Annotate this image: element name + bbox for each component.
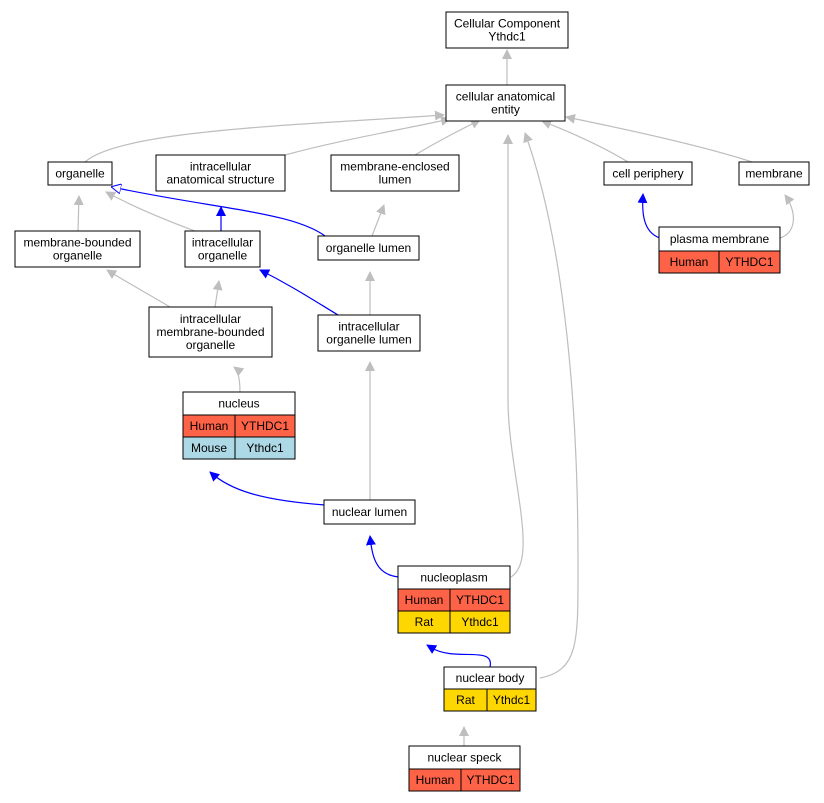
node-box xyxy=(47,161,113,186)
edge-np-to-cae xyxy=(503,134,524,578)
node-label: plasma membrane xyxy=(670,232,770,246)
node-label: membrane-bounded xyxy=(23,236,131,250)
node-box xyxy=(317,314,421,352)
node-label: organelle xyxy=(55,167,105,181)
gene-cell xyxy=(718,250,781,274)
species-label: Human xyxy=(416,773,455,787)
edge-membrane-to-cae xyxy=(565,113,753,163)
edge-nb-to-np xyxy=(426,644,491,668)
edge-organelle-to-cae xyxy=(84,110,445,163)
gene-label: YTHDC1 xyxy=(725,255,773,269)
edge-pm-to-cellper xyxy=(637,193,661,239)
node-label: organelle lumen xyxy=(326,333,411,347)
edge-ol-to-organelle xyxy=(112,187,331,241)
edge-mel-to-cae xyxy=(414,119,481,156)
node-organelle: organelle xyxy=(47,161,113,186)
species-label: Mouse xyxy=(191,441,227,455)
node-label: organelle xyxy=(53,249,103,263)
node-nl: nuclear lumen xyxy=(323,499,416,525)
edge-np-to-nl xyxy=(365,535,400,578)
node-label: Cellular Component xyxy=(454,17,561,31)
node-box xyxy=(148,306,273,358)
node-box xyxy=(184,230,261,268)
node-label: Ythdc1 xyxy=(488,30,526,44)
node-label: organelle lumen xyxy=(326,241,411,255)
species-label: Rat xyxy=(456,693,475,707)
species-label: Human xyxy=(670,255,709,269)
node-label: intracellular xyxy=(190,160,251,174)
node-membrane: membrane xyxy=(738,161,810,186)
node-label: nucleus xyxy=(218,397,259,411)
edge-nb-to-cae xyxy=(523,132,579,679)
edge-ias-to-cae xyxy=(284,116,451,156)
node-box xyxy=(330,154,460,192)
edge-nl-to-nucleus xyxy=(209,471,326,506)
gene-cell xyxy=(234,436,296,460)
node-box xyxy=(14,230,141,268)
edge-iol-to-io xyxy=(259,269,339,316)
edge-imbo-to-io xyxy=(212,280,223,308)
node-label: membrane-bounded xyxy=(156,325,264,339)
node-label: organelle xyxy=(186,338,236,352)
edge-mbo-to-organelle xyxy=(73,195,84,232)
node-box xyxy=(155,154,286,192)
node-label: cellular anatomical xyxy=(456,90,555,104)
node-cellper: cell periphery xyxy=(603,161,693,186)
node-label: nuclear lumen xyxy=(332,505,407,519)
gene-cell xyxy=(486,688,537,712)
node-label: membrane xyxy=(745,167,803,181)
edge-nucleus-to-imbo xyxy=(233,366,245,393)
node-box xyxy=(445,84,566,122)
gene-label: Ythdc1 xyxy=(246,441,284,455)
node-box xyxy=(738,161,810,186)
edge-cellper-to-cae xyxy=(541,119,629,163)
node-ol: organelle lumen xyxy=(317,235,420,261)
gene-label: YTHDC1 xyxy=(456,593,504,607)
gene-label: YTHDC1 xyxy=(241,419,289,433)
species-label: Human xyxy=(405,593,444,607)
node-label: intracellular xyxy=(180,312,241,326)
node-label: nuclear speck xyxy=(427,751,502,765)
edge-ol-to-mel xyxy=(371,204,386,237)
species-label: Human xyxy=(190,419,229,433)
node-box xyxy=(445,11,569,49)
node-label: nuclear body xyxy=(456,671,525,685)
gene-label: YTHDC1 xyxy=(466,773,514,787)
edge-io-to-organelle xyxy=(105,191,196,232)
edge-pm-to-membrane xyxy=(779,194,795,239)
node-box xyxy=(603,161,693,186)
node-label: entity xyxy=(491,103,520,117)
node-label: membrane-enclosed xyxy=(340,160,449,174)
node-box xyxy=(317,235,420,261)
node-label: cell periphery xyxy=(612,167,683,181)
gene-cell xyxy=(460,768,521,792)
node-label: anatomical structure xyxy=(166,173,274,187)
node-label: intracellular xyxy=(338,320,399,334)
gene-cell xyxy=(449,610,511,634)
species-label: Rat xyxy=(415,615,434,629)
gene-label: Ythdc1 xyxy=(493,693,531,707)
gene-label: Ythdc1 xyxy=(461,615,499,629)
node-label: intracellular xyxy=(192,236,253,250)
edge-imbo-to-mbo xyxy=(106,269,171,308)
node-label: organelle xyxy=(198,249,248,263)
node-label: lumen xyxy=(379,173,412,187)
node-label: nucleoplasm xyxy=(420,571,487,585)
node-box xyxy=(323,499,416,525)
